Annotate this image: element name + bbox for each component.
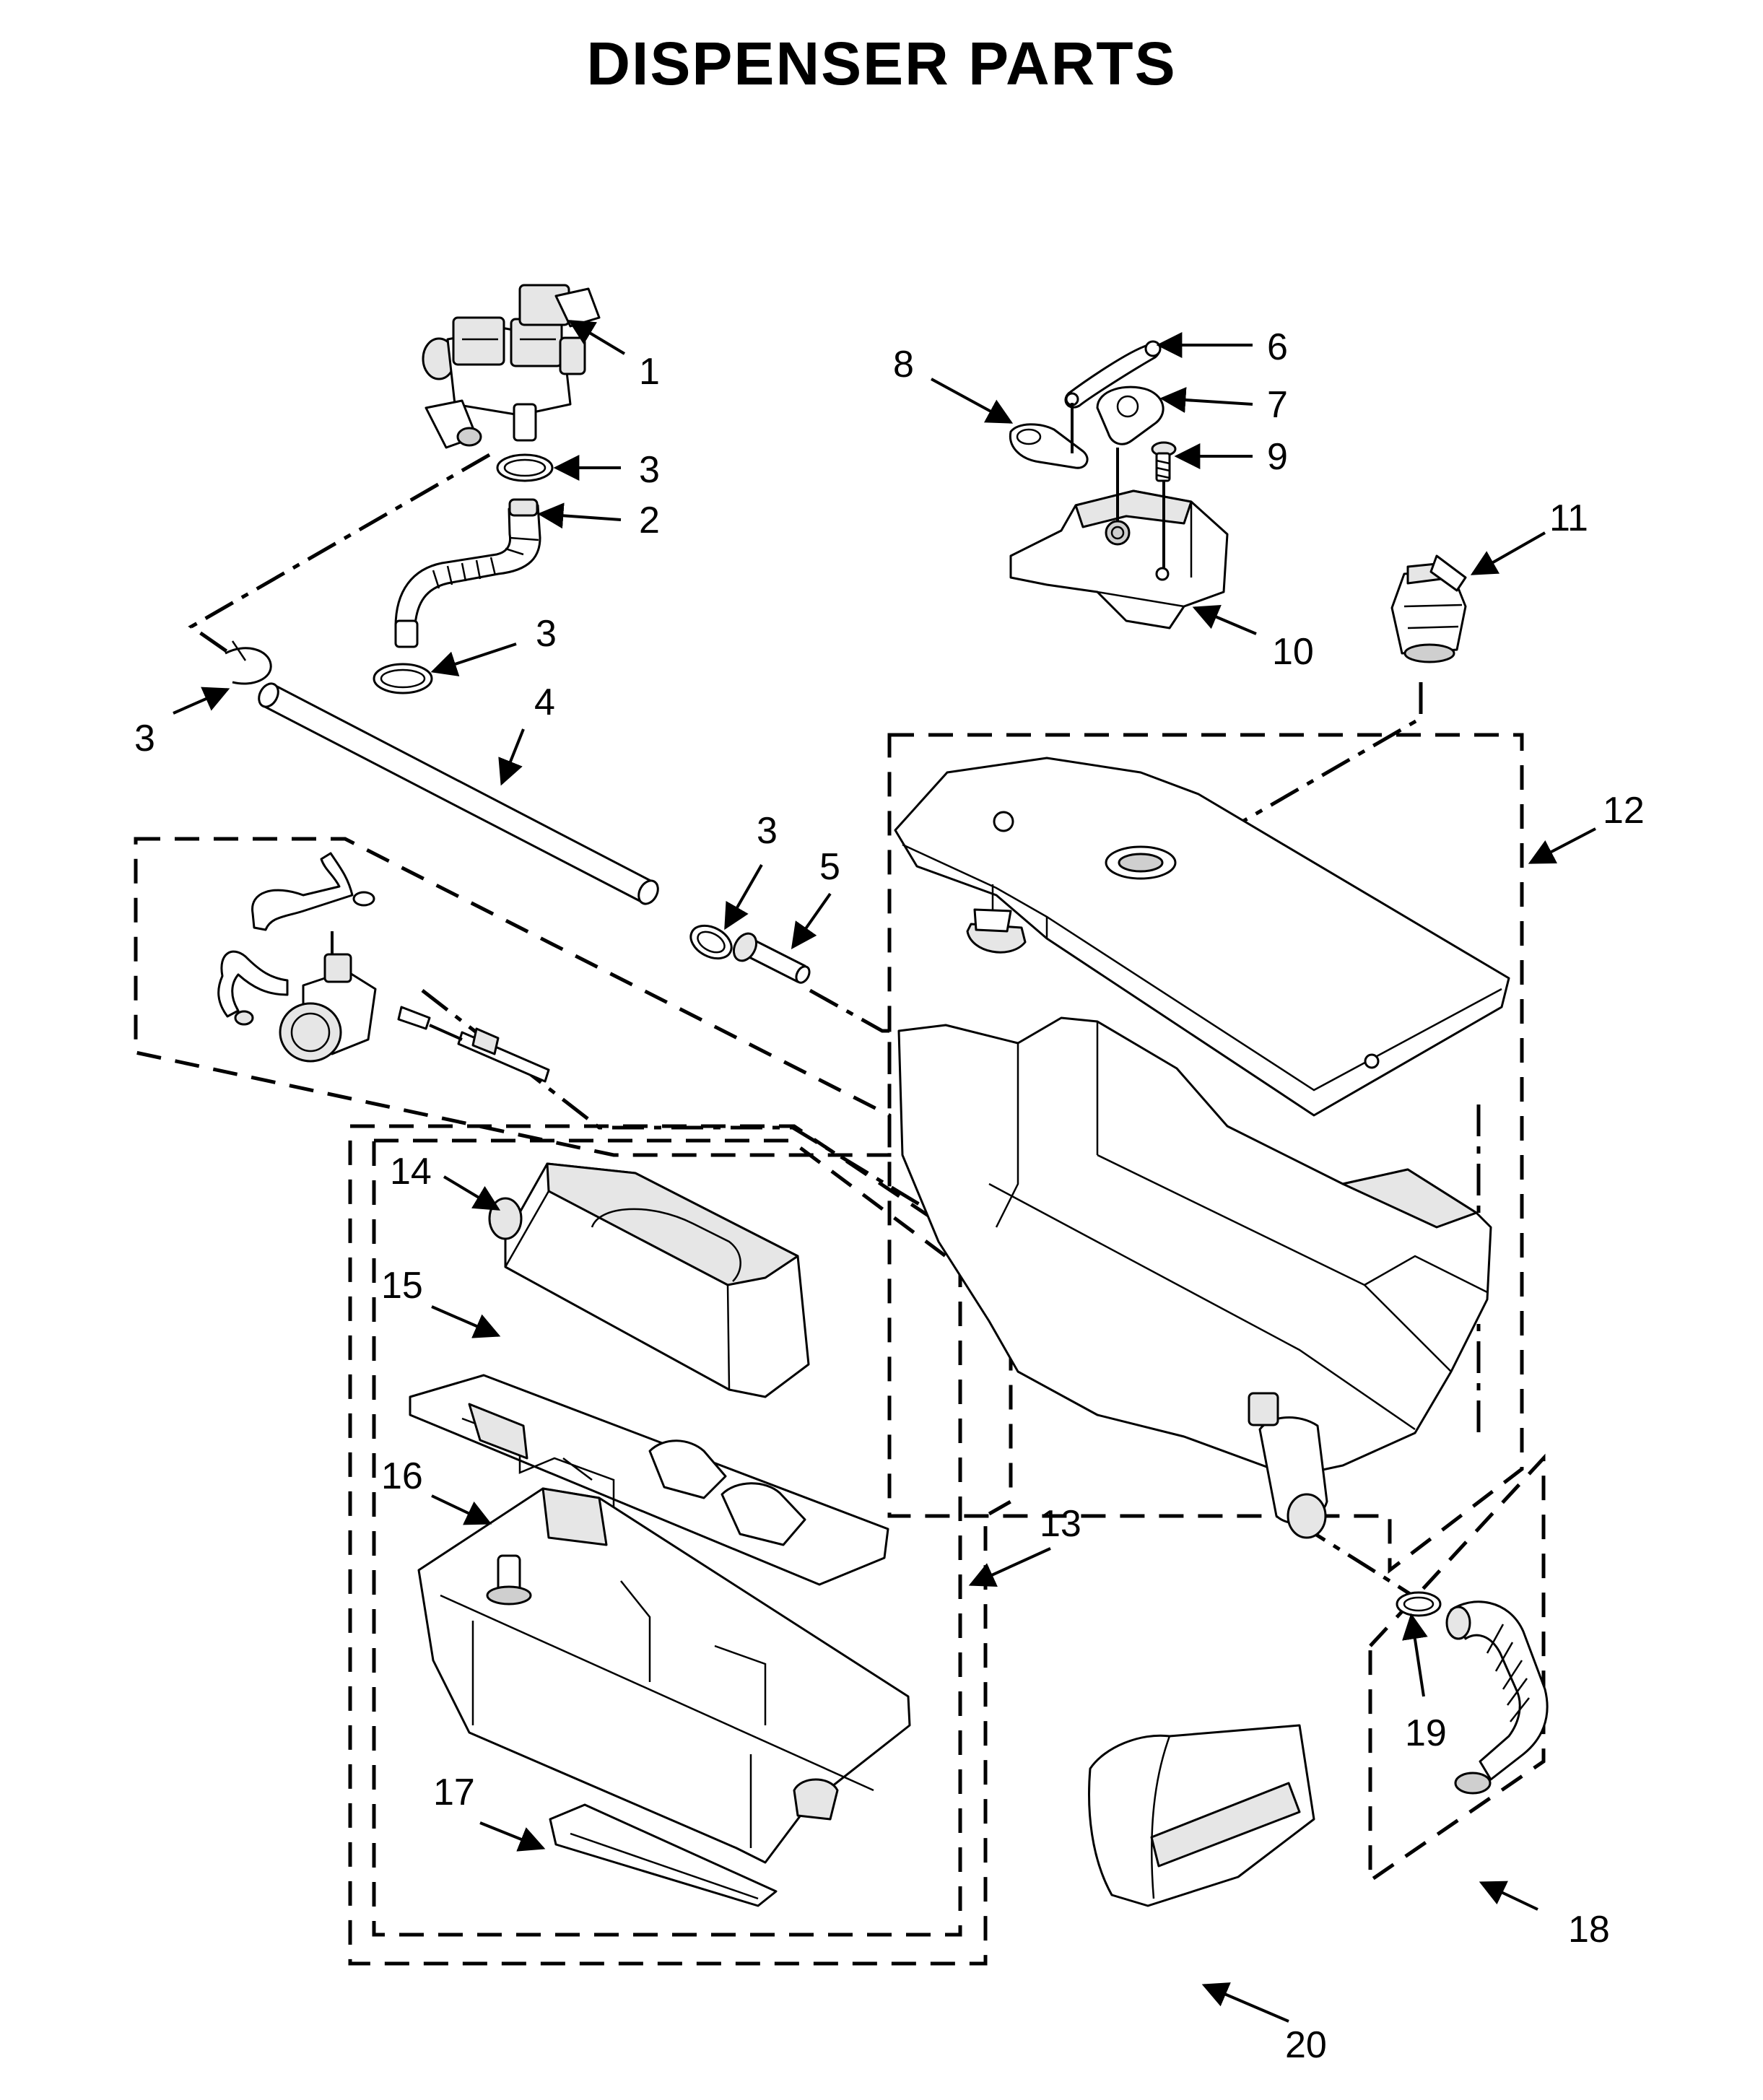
drain-hose-clamp bbox=[1396, 1591, 1442, 1617]
drawer-handle bbox=[1088, 1724, 1315, 1907]
callout-3c: 3 bbox=[134, 718, 155, 759]
callout-16: 16 bbox=[381, 1455, 423, 1497]
leader-13 bbox=[968, 1547, 1051, 1587]
leader-16 bbox=[431, 1494, 492, 1525]
actuator-cam bbox=[1096, 385, 1165, 445]
connector-sensor-to-housing bbox=[1114, 682, 1423, 897]
callout-19: 19 bbox=[1405, 1712, 1447, 1754]
actuator-motor bbox=[1009, 448, 1229, 629]
callout-14: 14 bbox=[390, 1151, 432, 1193]
actuator-arm bbox=[1009, 403, 1089, 469]
leader-3d bbox=[724, 864, 763, 931]
callout-7: 7 bbox=[1267, 384, 1288, 426]
callout-3d: 3 bbox=[757, 810, 778, 852]
connector-tube-to-housing bbox=[809, 988, 892, 1074]
dispenser-sensor bbox=[1390, 554, 1467, 663]
callout-3a: 3 bbox=[639, 449, 660, 491]
callout-20: 20 bbox=[1285, 2024, 1327, 2066]
callout-10: 10 bbox=[1272, 631, 1314, 673]
leader-1 bbox=[567, 320, 626, 355]
group-box-valve-kit bbox=[134, 837, 892, 1157]
leader-3b bbox=[430, 642, 517, 676]
callout-8: 8 bbox=[893, 344, 914, 385]
leader-3c bbox=[173, 687, 230, 715]
valve-kit-screw-and-bracket bbox=[397, 1006, 550, 1083]
leader-17 bbox=[479, 1821, 546, 1852]
leader-14 bbox=[443, 1175, 501, 1211]
hose-clamp-lower bbox=[373, 663, 433, 694]
dispenser-drain-hose bbox=[1445, 1600, 1549, 1795]
callout-1: 1 bbox=[639, 351, 660, 393]
callout-3b: 3 bbox=[536, 613, 557, 655]
group-box-dispenser-housing bbox=[887, 733, 1524, 1574]
callout-11: 11 bbox=[1549, 497, 1588, 539]
page-title: DISPENSER PARTS bbox=[586, 30, 1177, 97]
leader-8 bbox=[931, 378, 1014, 424]
tube-clamp-left bbox=[225, 640, 272, 685]
bulk-dispenser-reservoir bbox=[488, 1162, 810, 1398]
fill-hose bbox=[394, 498, 541, 648]
actuator-screw bbox=[1151, 441, 1177, 482]
callout-5: 5 bbox=[819, 846, 840, 888]
callout-4: 4 bbox=[534, 681, 555, 723]
callout-17: 17 bbox=[433, 1772, 475, 1813]
leader-10 bbox=[1192, 605, 1257, 635]
inlet-tube bbox=[258, 682, 659, 905]
tube-clamp-right bbox=[689, 924, 733, 960]
leader-12 bbox=[1528, 827, 1596, 864]
callout-18: 18 bbox=[1568, 1909, 1610, 1951]
callout-15: 15 bbox=[381, 1265, 423, 1307]
leader-4 bbox=[498, 728, 525, 786]
drawer-insert-tray bbox=[409, 1374, 889, 1586]
dispenser-housing-lid bbox=[894, 757, 1510, 1117]
leader-7 bbox=[1159, 387, 1253, 414]
connector-tube bbox=[732, 932, 811, 984]
water-inlet-valve bbox=[422, 284, 601, 449]
dispenser-drawer-body bbox=[417, 1487, 911, 1864]
connector-kit-to-drawer bbox=[421, 989, 1016, 1264]
callout-9: 9 bbox=[1267, 436, 1288, 478]
leader-18 bbox=[1479, 1881, 1538, 1911]
callout-12: 12 bbox=[1603, 790, 1645, 832]
leader-19 bbox=[1402, 1613, 1428, 1697]
group-box-drain-hose bbox=[1368, 1453, 1546, 1884]
leader-2 bbox=[537, 502, 622, 529]
valve-kit-hoses bbox=[217, 852, 375, 1026]
hose-clamp-upper bbox=[496, 453, 554, 482]
callout-2: 2 bbox=[639, 500, 660, 541]
callout-6: 6 bbox=[1267, 326, 1288, 368]
connector-valve-to-tube bbox=[188, 453, 491, 655]
dispenser-housing-tub bbox=[897, 1016, 1492, 1539]
valve-kit-valve bbox=[279, 931, 377, 1063]
callout-13: 13 bbox=[1040, 1503, 1081, 1545]
leader-20 bbox=[1201, 1982, 1289, 2023]
drawer-bottom-trim bbox=[549, 1803, 778, 1907]
leader-15 bbox=[431, 1305, 501, 1338]
leader-11 bbox=[1470, 531, 1546, 575]
actuator-lever bbox=[1064, 340, 1162, 409]
leader-5 bbox=[791, 892, 832, 949]
